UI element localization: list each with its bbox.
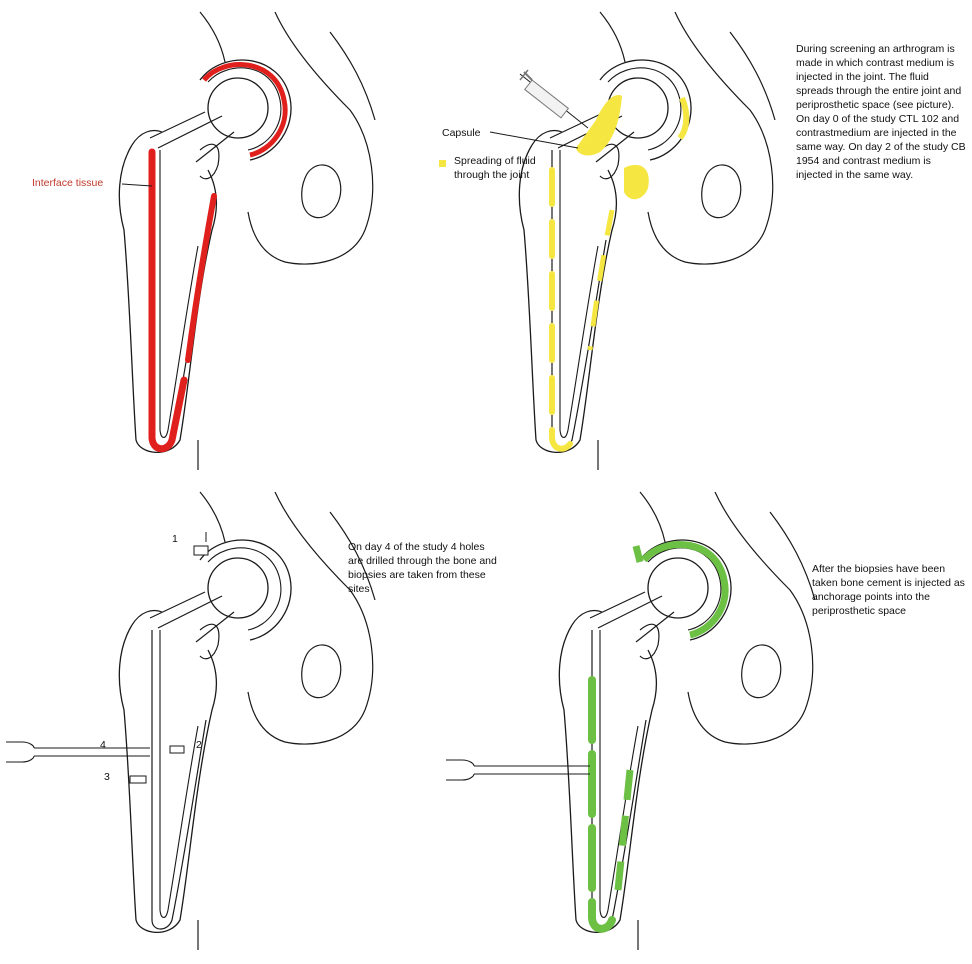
syringe-icon xyxy=(520,70,588,128)
site-label-1: 1 xyxy=(172,532,178,546)
capsule-label: Capsule xyxy=(442,126,481,140)
panel-biopsy-holes xyxy=(6,492,375,950)
site-label-4: 4 xyxy=(100,738,106,752)
interface-tissue-band xyxy=(152,152,184,449)
biopsy-hole-3 xyxy=(130,776,146,783)
panel-contrast-spreading xyxy=(490,12,775,470)
site-label-2: 2 xyxy=(196,738,202,752)
biopsy-hole-1 xyxy=(194,546,208,555)
panel-interface-tissue xyxy=(119,12,375,470)
cement-description: After the biopsies have been taken bone … xyxy=(812,562,968,618)
contrast-fluid-trochanter xyxy=(624,165,649,199)
panel-bone-cement xyxy=(446,492,815,950)
contrast-fluid-lateral xyxy=(590,210,612,350)
biopsy-description: On day 4 of the study 4 holes are drille… xyxy=(348,540,500,596)
bone-cement-cup-top xyxy=(636,546,640,562)
arthrogram-description: During screening an arthrogram is made i… xyxy=(796,42,966,182)
bone-cement-stem xyxy=(592,680,612,929)
fluid-legend-text: Spreading of fluid through the joint xyxy=(454,154,540,182)
biopsy-hole-2 xyxy=(170,746,184,753)
drill-instrument xyxy=(6,742,150,762)
contrast-fluid-stem xyxy=(552,170,572,449)
interface-tissue-label: Interface tissue xyxy=(32,176,103,190)
fluid-legend-swatch xyxy=(439,160,446,167)
site-label-3: 3 xyxy=(104,770,110,784)
